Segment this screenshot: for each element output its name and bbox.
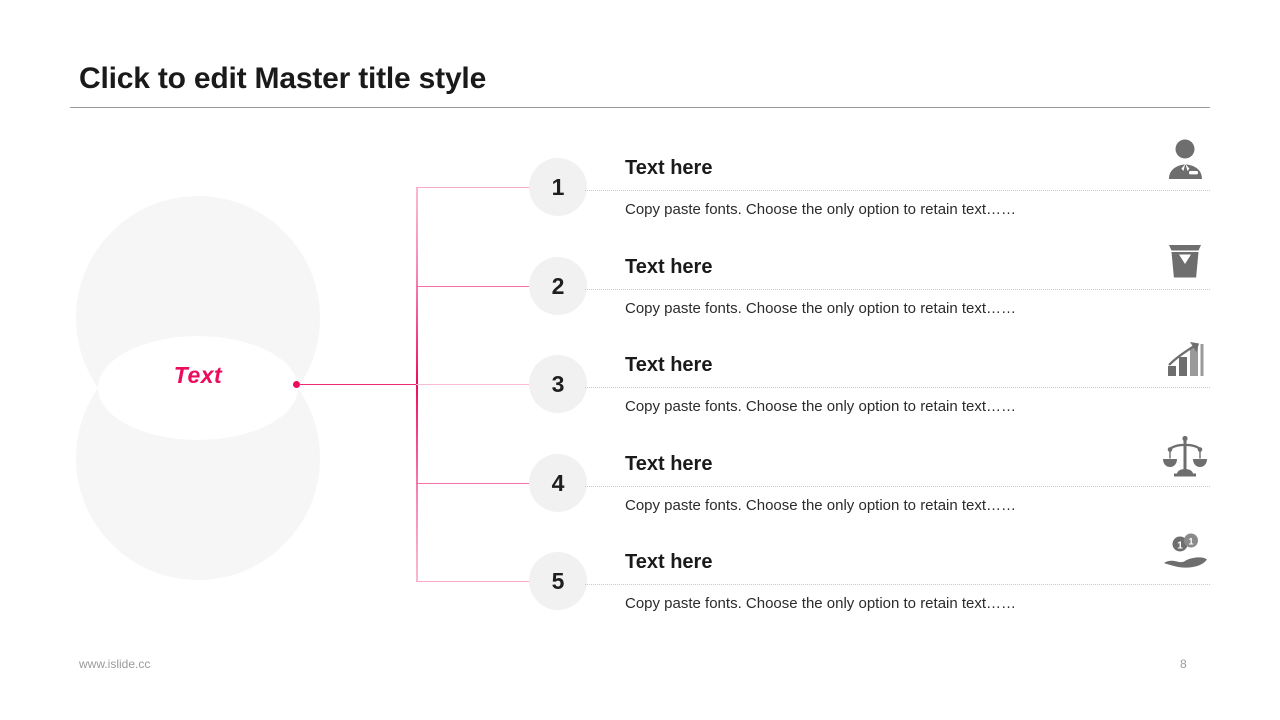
connector-branch-3 [416, 384, 530, 386]
step-number-5[interactable]: 5 [529, 552, 587, 610]
row-body-3: Copy paste fonts. Choose the only option… [625, 398, 1017, 415]
connector-branch-2 [416, 286, 530, 288]
svg-text:1: 1 [1188, 537, 1193, 547]
row-divider-5 [585, 584, 1210, 585]
row-heading-2: Text here [625, 256, 713, 278]
step-number-3[interactable]: 3 [529, 355, 587, 413]
businessman-icon [1160, 135, 1210, 185]
row-body-5: Copy paste fonts. Choose the only option… [625, 595, 1017, 612]
content-row-1[interactable]: Text here Copy paste fonts. Choose the o… [585, 139, 1210, 241]
title-divider [70, 107, 1210, 108]
content-row-3[interactable]: Text here Copy paste fonts. Choose the o… [585, 342, 1210, 438]
content-row-5[interactable]: Text here Copy paste fonts. Choose the o… [585, 533, 1210, 635]
row-divider-2 [585, 289, 1210, 290]
row-divider-3 [585, 387, 1210, 388]
connector-stem-line [299, 384, 417, 386]
row-divider-4 [585, 486, 1210, 487]
step-number-4[interactable]: 4 [529, 454, 587, 512]
row-body-1: Copy paste fonts. Choose the only option… [625, 201, 1017, 218]
content-row-4[interactable]: Text here Copy paste fonts. Choose the o… [585, 435, 1210, 537]
page-title: Click to edit Master title style [79, 62, 487, 95]
footer-url[interactable]: www.islide.cc [79, 657, 151, 671]
row-body-4: Copy paste fonts. Choose the only option… [625, 497, 1017, 514]
footer-page-number: 8 [1180, 657, 1187, 671]
row-heading-1: Text here [625, 157, 713, 179]
row-body-2: Copy paste fonts. Choose the only option… [625, 300, 1017, 317]
trash-bin-icon [1160, 234, 1210, 284]
connector-branch-4 [416, 483, 530, 485]
connector-branch-1 [416, 187, 530, 189]
growth-chart-icon [1160, 332, 1210, 382]
hand-coins-icon: 1 1 [1160, 529, 1210, 579]
row-heading-3: Text here [625, 354, 713, 376]
venn-center-label: Text [173, 362, 223, 388]
row-heading-5: Text here [625, 551, 713, 573]
row-divider-1 [585, 190, 1210, 191]
row-heading-4: Text here [625, 453, 713, 475]
connector-dot [293, 381, 300, 388]
content-row-2[interactable]: Text here Copy paste fonts. Choose the o… [585, 245, 1210, 340]
venn-intersection [98, 336, 298, 440]
connector-branch-5 [416, 581, 530, 583]
step-number-1[interactable]: 1 [529, 158, 587, 216]
venn-diagram: Text [76, 196, 320, 580]
step-number-2[interactable]: 2 [529, 257, 587, 315]
svg-text:1: 1 [1177, 541, 1183, 552]
balance-scale-icon [1160, 431, 1210, 481]
